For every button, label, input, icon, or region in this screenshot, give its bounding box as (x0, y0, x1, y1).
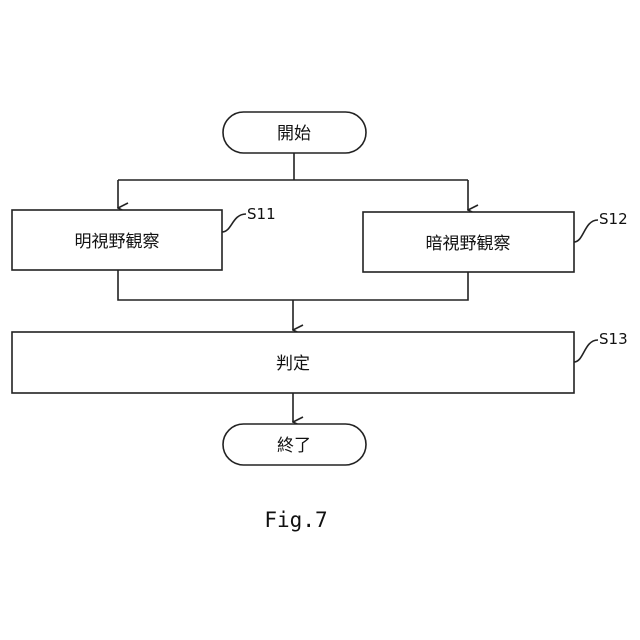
process-label-s11: 明視野観察 (75, 232, 160, 252)
process-label-s12: 暗視野観察 (426, 234, 511, 254)
connector-start-split (118, 153, 468, 180)
leader-s12 (574, 220, 598, 242)
connector-merge (118, 270, 468, 300)
step-number-s12: S12 (599, 210, 628, 228)
step-number-s13: S13 (599, 330, 628, 348)
end-label: 終了 (277, 436, 311, 456)
process-label-s13: 判定 (276, 354, 310, 374)
leader-s11 (222, 214, 246, 232)
leader-s13 (574, 340, 598, 362)
figure-caption: Fig.7 (264, 508, 327, 532)
start-label: 開始 (277, 124, 311, 144)
step-number-s11: S11 (247, 205, 276, 223)
